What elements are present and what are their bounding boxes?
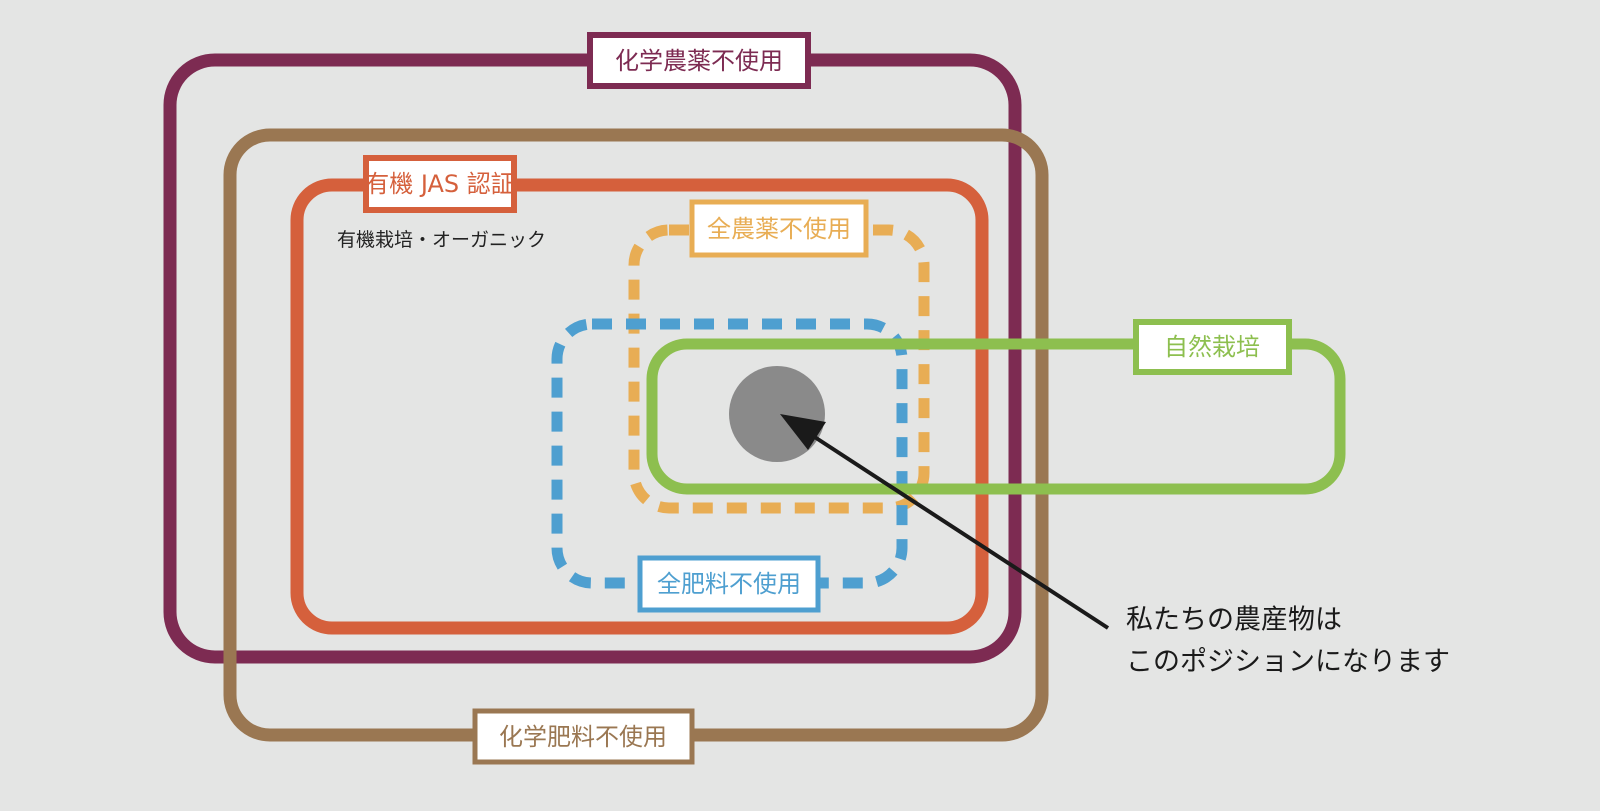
label-organic-jas: 有機 JAS 認証 <box>363 155 517 213</box>
label-text: 化学農薬不使用 <box>615 47 783 75</box>
our-products-marker <box>729 366 825 462</box>
label-natural-farming: 自然栽培 <box>1133 319 1292 375</box>
set-border-natural-farming <box>646 338 1346 495</box>
label-text: 全肥料不使用 <box>657 570 801 598</box>
label-chem-pesticide-free: 化学農薬不使用 <box>587 32 811 89</box>
set-border-organic-jas <box>290 178 989 635</box>
label-chem-fertilizer-free: 化学肥料不使用 <box>472 708 695 765</box>
annotation-arrow-line <box>808 432 1110 630</box>
label-text: 有機 JAS 認証 <box>365 170 515 198</box>
label-text: 化学肥料不使用 <box>499 723 667 751</box>
label-all-pesticide-free: 全農薬不使用 <box>689 199 869 258</box>
organic-sublabel: 有機栽培・オーガニック <box>337 229 546 251</box>
annotation-line-2: このポジションになります <box>1126 647 1450 678</box>
label-text: 全農薬不使用 <box>707 215 851 243</box>
arrow-head-icon <box>780 414 826 450</box>
label-all-fertilizer-free: 全肥料不使用 <box>637 555 821 613</box>
annotation-line-1: 私たちの農産物は <box>1126 605 1342 636</box>
label-text: 自然栽培 <box>1164 333 1260 361</box>
set-border-all-fertilizer-free <box>551 318 908 589</box>
